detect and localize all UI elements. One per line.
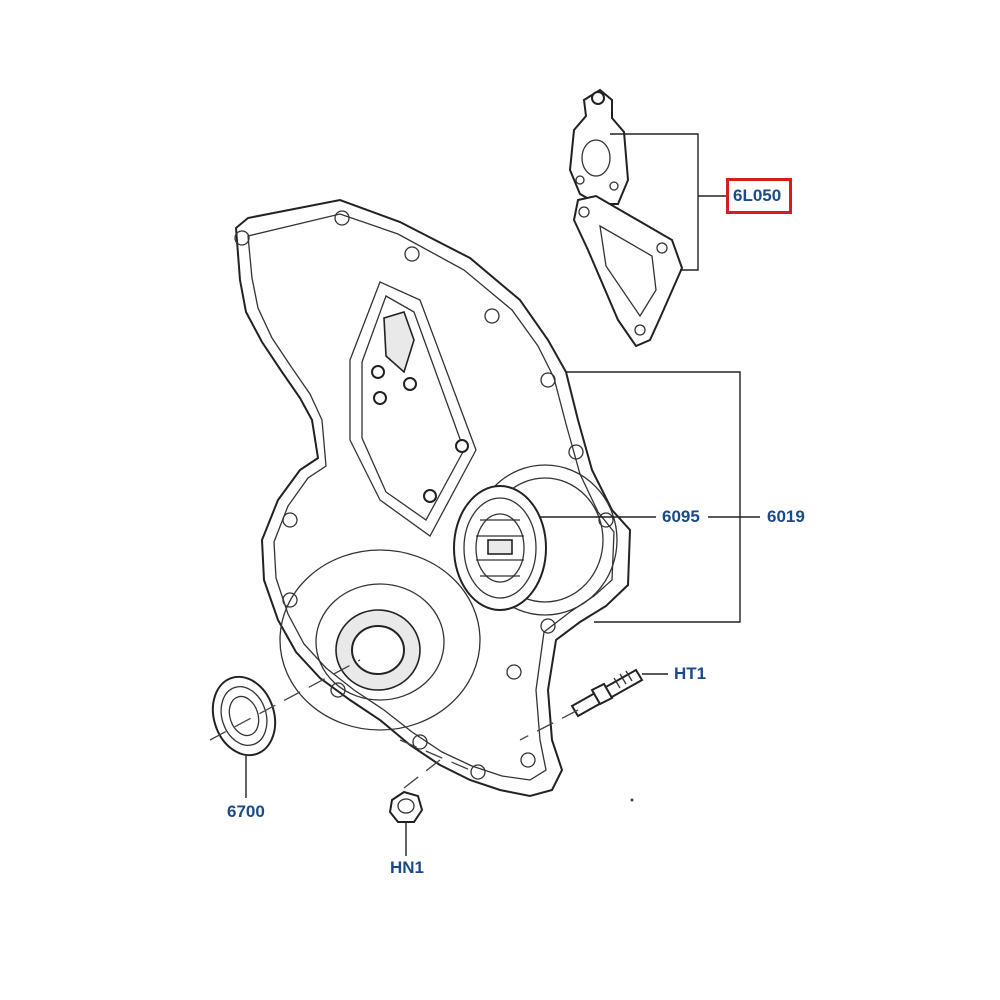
leader-lines [245,133,760,856]
gasket-6L050-drawing [568,88,684,348]
nut-HN1-drawing [388,790,424,823]
assembly-centre-lines [209,659,579,789]
part-label-6L050[interactable]: 6L050 [733,186,782,205]
crank-seal-6700-drawing [211,675,277,757]
timing-cover-drawing [234,198,632,798]
part-label-HT1[interactable]: HT1 [674,664,707,683]
part-label-6019[interactable]: 6019 [767,507,805,526]
part-label-6095[interactable]: 6095 [662,507,700,526]
highlight-box-6L050 [726,178,792,214]
stud-HT1-drawing [570,668,644,718]
part-label-HN1[interactable]: HN1 [390,858,425,877]
oil-seal-6095-drawing [453,485,547,611]
part-label-6700[interactable]: 6700 [227,802,265,821]
